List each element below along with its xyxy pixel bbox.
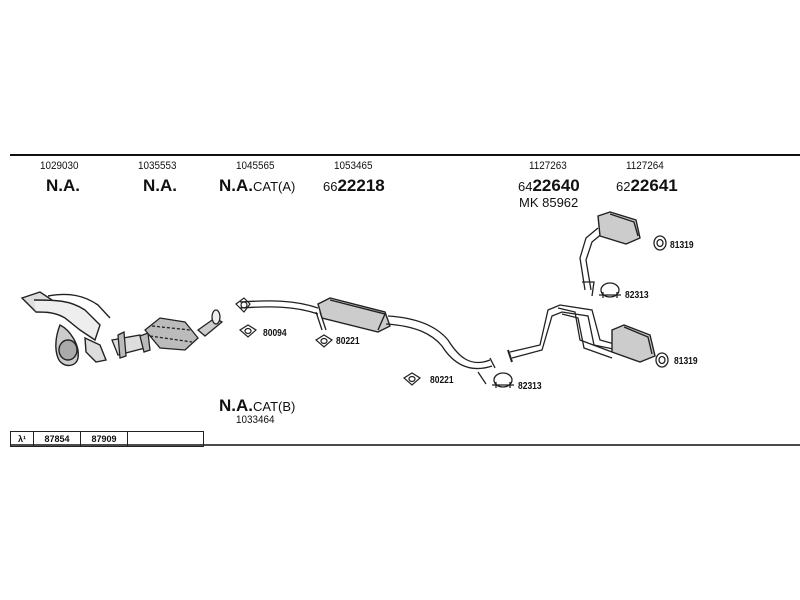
label-gasket-80221-b: 80221 [430, 375, 454, 386]
hanger-81319-a [653, 235, 667, 251]
lambda-sensor-table: λ¹ 87854 87909 [10, 431, 204, 447]
part-label-2: N.A. [143, 176, 177, 196]
label-hanger-81319-a: 81319 [670, 240, 694, 251]
clamp-82313-a [599, 282, 621, 298]
part-number-1: 1029030 [40, 160, 79, 172]
part-prefix-4: 66 [323, 179, 338, 194]
part-prefix-6: 62 [616, 179, 631, 194]
part-label-3: N.A.CAT(A) [219, 176, 295, 196]
part-main-5: 22640 [532, 176, 580, 195]
part-number-6: 1127264 [626, 160, 664, 172]
rear-pipe-upper [579, 227, 605, 297]
lambda-value-3 [128, 432, 203, 446]
cat-b-suffix: CAT(B) [253, 399, 296, 414]
part-main-6: 22641 [630, 176, 678, 195]
exhaust-manifold [20, 291, 111, 367]
part-number-4: 1053465 [334, 160, 373, 172]
hanger-81319-b [655, 352, 669, 368]
label-clamp-82313-a: 82313 [625, 290, 649, 301]
clamp-82313-b [477, 371, 514, 388]
middle-silencer [317, 297, 391, 333]
part-prefix-5: 64 [518, 179, 533, 194]
part-label-1: N.A. [46, 176, 80, 196]
rear-silencer-lower [611, 324, 656, 363]
intermediate-pipe [385, 315, 496, 370]
gasket-80221-a [314, 334, 334, 348]
part-main-3: N.A. [219, 176, 253, 195]
part-number-5: 1127263 [529, 160, 567, 172]
center-pipe [239, 300, 327, 331]
lambda-value-2: 87909 [81, 432, 128, 446]
part-label-6: 6222641 [616, 176, 678, 196]
rear-silencer-upper [597, 211, 641, 245]
gasket-80221-b [402, 372, 422, 386]
part-label-4: 6622218 [323, 176, 385, 196]
catalytic-converter-a [144, 309, 224, 351]
part-number-2: 1035553 [138, 160, 177, 172]
label-gasket-80221-a: 80221 [336, 336, 360, 347]
flange-gasket [235, 297, 258, 338]
part-number-3: 1045565 [236, 160, 275, 172]
lambda-value-1: 87854 [34, 432, 81, 446]
part-suffix-3: CAT(A) [253, 179, 296, 194]
cat-b-main: N.A. [219, 396, 253, 415]
front-pipe [111, 330, 151, 359]
part-main-2: N.A. [143, 176, 177, 195]
mk-label: MK 85962 [519, 195, 579, 210]
label-gasket-80094: 80094 [263, 328, 287, 339]
lambda-symbol: λ¹ [11, 432, 34, 446]
label-clamp-82313-b: 82313 [518, 381, 542, 392]
part-label-5: 6422640 [518, 176, 580, 196]
cat-b-number: 1033464 [236, 414, 275, 426]
cat-b-label: N.A.CAT(B) [219, 396, 295, 416]
part-main-4: 22218 [337, 176, 385, 195]
rear-pipe-lower [507, 304, 619, 363]
label-hanger-81319-b: 81319 [674, 356, 698, 367]
part-main-1: N.A. [46, 176, 80, 195]
